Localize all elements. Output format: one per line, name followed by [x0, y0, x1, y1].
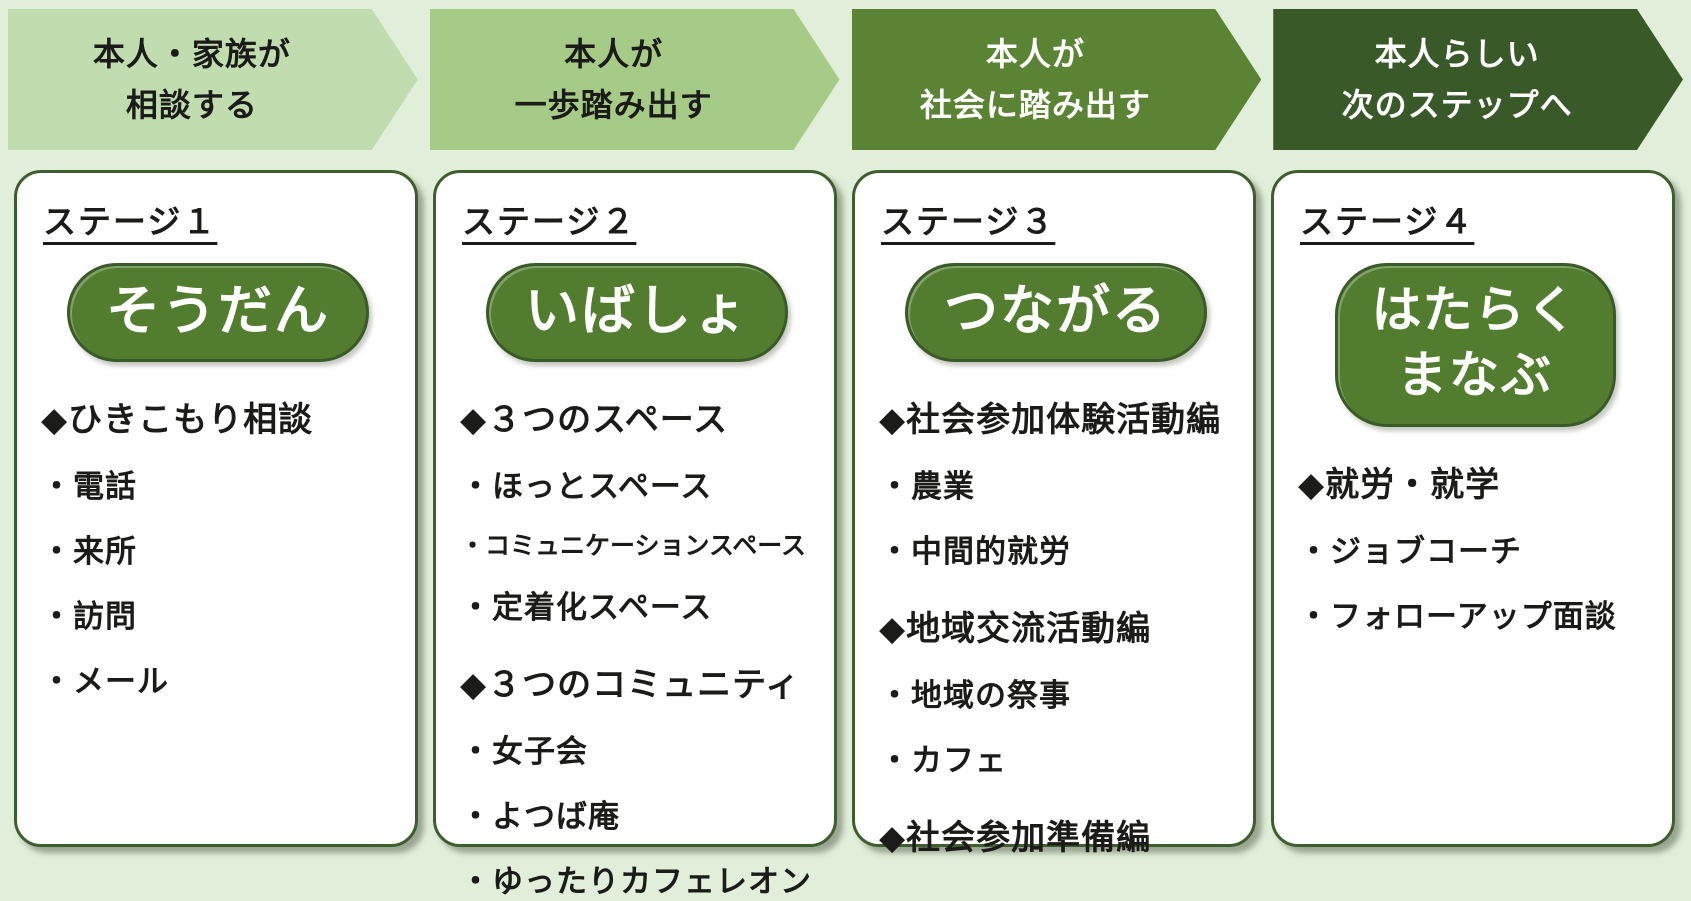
- stage-sections: ◆社会参加体験活動編・農業・中間的就労 ◆地域交流活動編・地域の祭事・カフェ ◆社会…: [879, 392, 1233, 859]
- flow-arrow-label: 本人・家族が相談する: [93, 29, 333, 130]
- flow-arrow-label: 本人が一歩踏み出す: [515, 29, 755, 130]
- flow-arrow-1: 本人・家族が相談する: [8, 9, 418, 150]
- flow-arrow-line: 相談する: [125, 85, 258, 124]
- stage-badge-wrap: はたらくまなぶ: [1298, 263, 1652, 427]
- section-heading: ◆３つのコミュニティ: [460, 665, 801, 706]
- flow-arrow-4: 本人らしい次のステップへ: [1273, 9, 1683, 150]
- stage-card-row: ステージ１ そうだん ◆ひきこもり相談・電話・来所・訪問・メール ステージ２ い…: [14, 170, 1675, 900]
- flow-arrow-line: 一歩踏み出す: [514, 85, 713, 124]
- flow-arrow-label: 本人が社会に踏み出す: [920, 29, 1193, 130]
- bullet-item: ・フォローアップ面談: [1298, 599, 1617, 635]
- stage-badge: つながる: [905, 263, 1207, 363]
- bullet-item: ・メール: [41, 664, 169, 701]
- stage-badge: いばしょ: [486, 263, 788, 363]
- section-heading: ◆ひきこもり相談: [41, 400, 314, 441]
- flow-arrow-3: 本人が社会に踏み出す: [852, 9, 1262, 150]
- section-heading: ◆就労・就学: [1298, 465, 1501, 505]
- stage-badge-line: まなぶ: [1397, 346, 1553, 404]
- bullet-item: ・定着化スペース: [460, 590, 713, 627]
- bullet-item: ・電話: [41, 469, 137, 506]
- stage-title: ステージ１: [43, 202, 218, 241]
- stage-title: ステージ３: [881, 202, 1056, 241]
- stage-badge: そうだん: [67, 263, 369, 363]
- stage-badge-line: つながる: [944, 279, 1168, 342]
- stage-card-3: ステージ３ つながる ◆社会参加体験活動編・農業・中間的就労 ◆地域交流活動編・地…: [852, 170, 1256, 858]
- stage-card-4: ステージ４ はたらくまなぶ ◆就労・就学・ジョブコーチ・フォローアップ面談: [1271, 170, 1675, 847]
- bullet-item: ・ジョブコーチ: [1298, 534, 1522, 570]
- stage-badge-wrap: つながる: [879, 263, 1233, 363]
- bullet-item: ・中間的就労: [879, 534, 1071, 571]
- stage-badge-line: はたらく: [1371, 281, 1579, 339]
- flow-arrow-2: 本人が一歩踏み出す: [430, 9, 840, 150]
- bullet-item: ・来所: [41, 534, 137, 571]
- stage-badge-line: そうだん: [106, 279, 330, 342]
- flow-arrow-line: 本人・家族が: [92, 34, 291, 73]
- stage-badge-line: いばしょ: [525, 279, 749, 342]
- stage-card-2: ステージ２ いばしょ ◆３つのスペース・ほっとスペース・コミュニケーションスペー…: [433, 170, 837, 900]
- stage-title: ステージ４: [1300, 202, 1475, 241]
- flow-arrow-row: 本人・家族が相談する 本人が一歩踏み出す 本人が社会に踏み出す 本人らしい次のス…: [8, 9, 1683, 150]
- section-heading: ◆社会参加体験活動編: [879, 400, 1222, 441]
- bullet-item: ・地域の祭事: [879, 678, 1071, 715]
- bullet-item: ・よつば庵: [460, 799, 620, 836]
- section-heading: ◆社会参加準備編: [879, 818, 1152, 859]
- bullet-item: ・ほっとスペース: [460, 469, 713, 506]
- stage-badge-wrap: いばしょ: [460, 263, 814, 363]
- flow-arrow-line: 本人が: [985, 34, 1085, 73]
- stage-sections: ◆就労・就学・ジョブコーチ・フォローアップ面談: [1298, 457, 1652, 636]
- flow-arrow-line: 本人が: [564, 34, 664, 73]
- stage-badge-wrap: そうだん: [41, 263, 395, 363]
- bullet-item: ・ゆったりカフェレオン: [460, 864, 812, 901]
- section-heading: ◆地域交流活動編: [879, 609, 1152, 650]
- stage-card-1: ステージ１ そうだん ◆ひきこもり相談・電話・来所・訪問・メール: [14, 170, 418, 847]
- flow-arrow-line: 次のステップへ: [1341, 85, 1573, 124]
- flow-arrow-line: 本人らしい: [1374, 34, 1540, 73]
- flow-arrow-label: 本人らしい次のステップへ: [1342, 29, 1615, 130]
- flow-arrow-line: 社会に踏み出す: [919, 85, 1151, 124]
- stage-title: ステージ２: [462, 202, 637, 241]
- stage-sections: ◆３つのスペース・ほっとスペース・コミュニケーションスペース・定着化スペース ◆３…: [460, 392, 814, 901]
- bullet-item: ・農業: [879, 469, 975, 506]
- bullet-item: ・女子会: [460, 734, 588, 771]
- stage-badge: はたらくまなぶ: [1334, 263, 1616, 427]
- section-heading: ◆３つのスペース: [460, 400, 729, 441]
- bullet-item: ・カフェ: [879, 743, 1007, 780]
- stage-sections: ◆ひきこもり相談・電話・来所・訪問・メール: [41, 392, 395, 701]
- bullet-item: ・コミュニケーションスペース: [460, 531, 807, 561]
- bullet-item: ・訪問: [41, 599, 137, 636]
